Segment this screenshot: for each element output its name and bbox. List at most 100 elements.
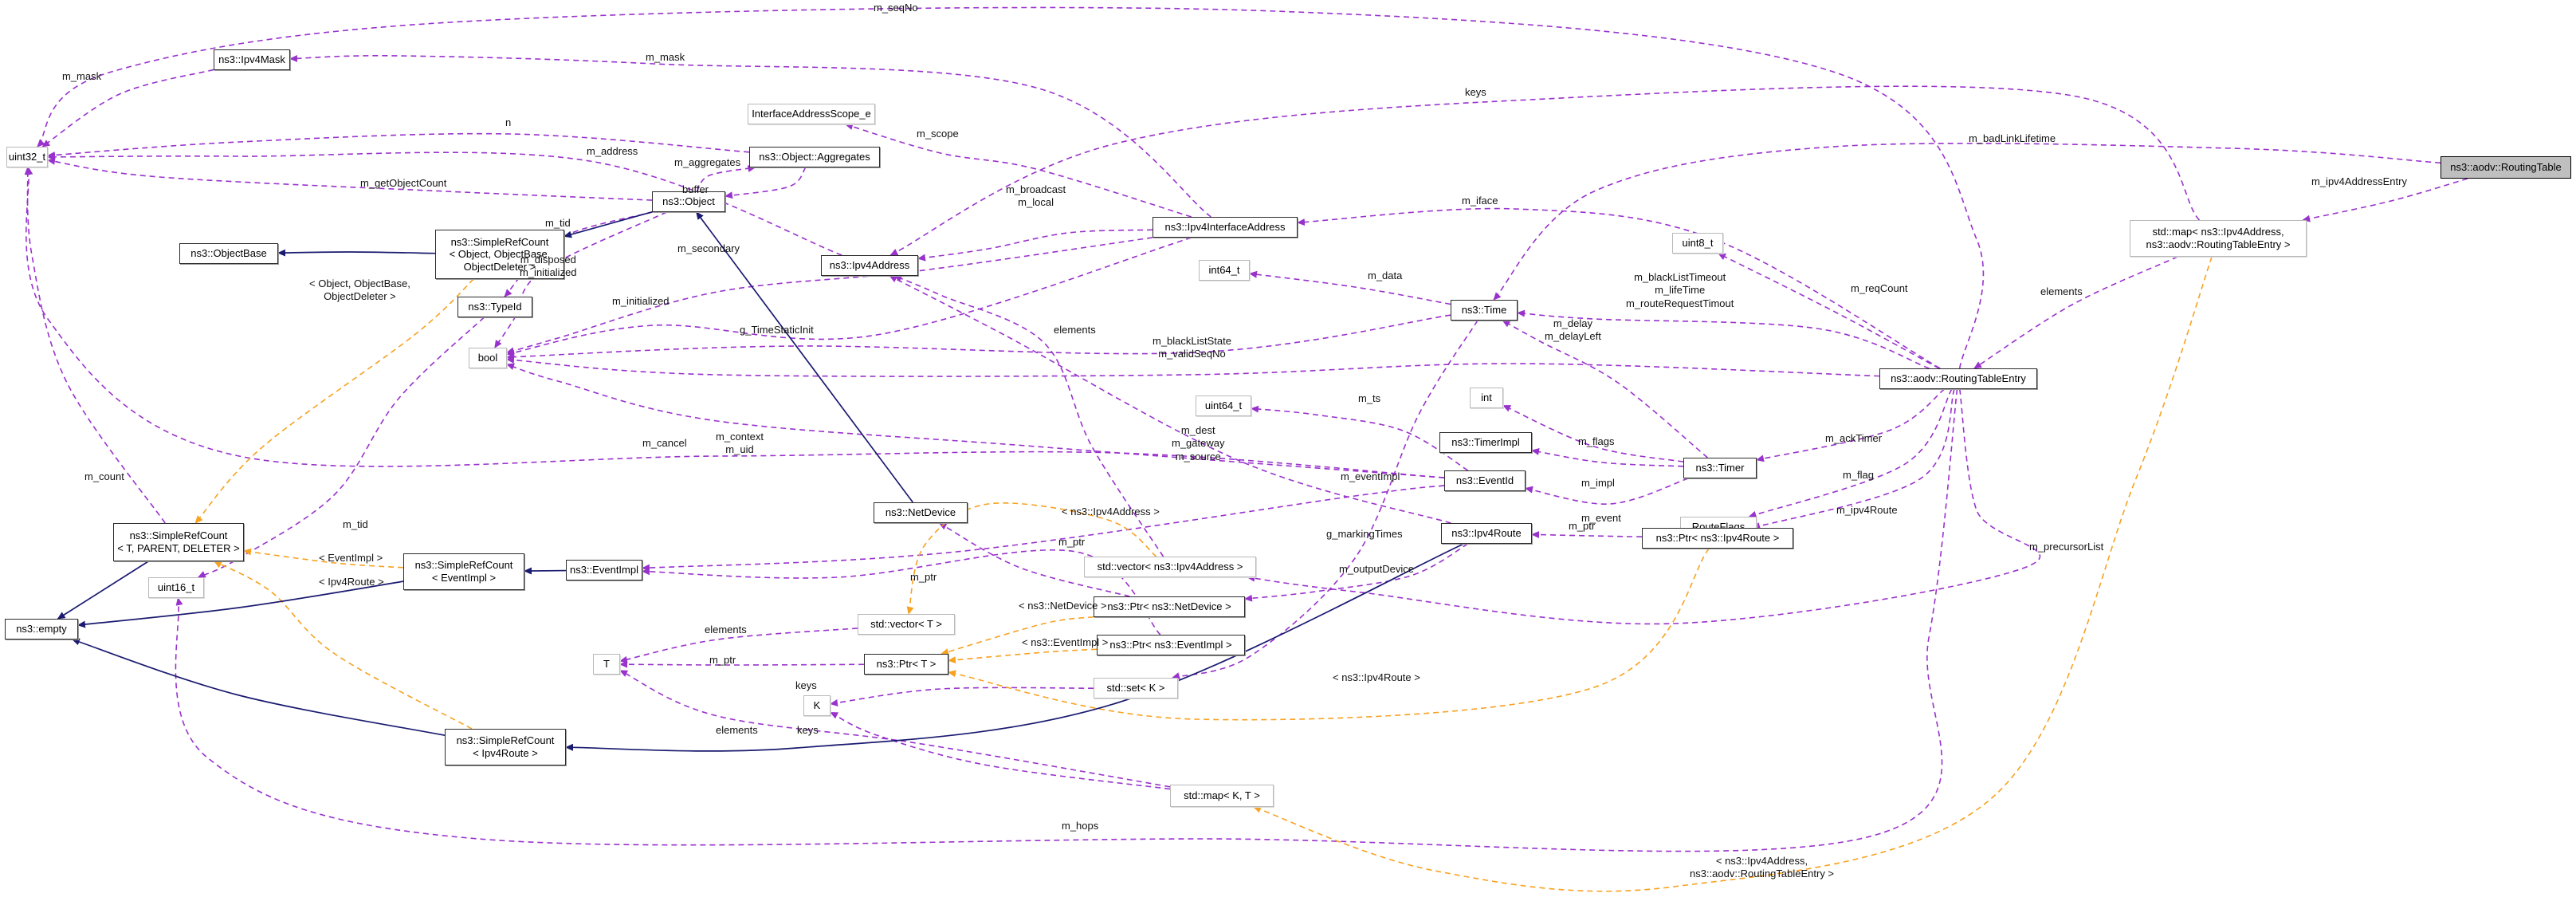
member-edge-aggregates-uint32_t [47,132,750,159]
node-time[interactable]: ns3::Time [1451,300,1518,321]
member-edge-timer-timerimpl [1531,447,1684,467]
member-edge-rte-timer [1756,388,1946,462]
node-set_k: std::set< K > [1094,678,1178,698]
inheritance-edge-ipv4route-src_route [565,543,1464,752]
member-edge-ptr_nd-netdevice [938,522,1130,597]
member-edge-rtable-map_rte [2302,178,2468,222]
node-rte[interactable]: ns3::aodv::RoutingTableEntry [1879,368,2037,389]
node-ipv4addr[interactable]: ns3::Ipv4Address [821,255,918,276]
template-edge-map_rte-map_kt [1252,256,2213,892]
inheritance-edge-netdevice-object [696,211,913,503]
member-edge-ptr_route-ipv4route [1531,531,1643,539]
node-ptr_nd[interactable]: ns3::Ptr< ns3::NetDevice > [1094,596,1245,617]
member-edge-aggregates-object [724,167,807,199]
node-uint16_t: uint16_t [148,577,204,598]
node-rtable[interactable]: ns3::aodv::RoutingTable [2441,156,2571,179]
node-t: T [593,654,620,675]
member-edge-timer-int [1502,404,1684,462]
node-int64_t: int64_t [1199,260,1250,281]
node-aggregates[interactable]: ns3::Object::Aggregates [749,147,880,167]
template-edge-ptr_route-ptr_t [948,548,1710,721]
node-timerimpl[interactable]: ns3::TimerImpl [1439,432,1532,453]
member-edge-rte-vec_addr [1247,388,2041,625]
member-edge-eventid-uint32_t [26,167,1445,478]
member-edge-vec_t-t [619,628,858,663]
node-object[interactable]: ns3::Object [652,191,725,212]
member-edge-time-bool [506,314,1451,361]
node-objectbase[interactable]: ns3::ObjectBase [179,243,278,264]
member-edge-rte-uint32_t [37,6,1985,369]
inheritance-edge-src_route-empty [71,638,446,737]
member-edge-rtable-time [1493,142,2441,301]
member-edge-ipv4mask-uint32_t [41,69,214,148]
template-edge-src_route-src_t [214,561,473,730]
member-edge-time-int64_t [1249,270,1451,305]
node-uint32_t: uint32_t [6,147,48,167]
member-edge-rte-ptr_route [1752,388,1955,529]
member-edge-rte-uint8_t [1718,253,1940,369]
member-edge-map_kt-t [619,670,1171,788]
template-edge-src_ei-src_t [243,548,404,569]
node-ptr_t[interactable]: ns3::Ptr< T > [864,654,948,675]
member-edge-ptr_ei-eventimpl [642,549,1161,636]
node-bool: bool [469,348,507,368]
node-ipv4route[interactable]: ns3::Ipv4Route [1441,523,1532,544]
member-edge-rte-routeflags [1748,388,1953,518]
inheritance-edge-src_t-empty [57,561,149,620]
member-edge-object-uint32_t [47,157,653,201]
node-src_route[interactable]: ns3::SimpleRefCount < Ipv4Route > [445,729,566,765]
node-timer[interactable]: ns3::Timer [1683,458,1757,478]
member-edge-ifaceaddr-ipv4addr [917,229,1153,262]
member-edge-rte-ifaceaddr [1297,207,1941,369]
node-empty[interactable]: ns3::empty [5,619,78,639]
member-edge-ifaceaddr-bool [506,237,1153,355]
member-edge-eventid-bool [506,363,1445,478]
node-uint8_t: uint8_t [1672,233,1723,254]
node-vec_t: std::vector< T > [858,614,955,635]
node-typeid[interactable]: ns3::TypeId [457,297,532,317]
member-edge-set_k-k [830,687,1094,706]
member-edge-timer-time [1502,320,1708,458]
node-map_kt: std::map< K, T > [1170,785,1274,807]
member-edge-time-set_k [1172,320,1478,679]
node-k: K [803,695,831,716]
member-edge-timer-eventid [1525,478,1689,505]
member-edge-ipv4route-ipv4addr [889,275,1451,524]
member-edge-map_rte-rte [1973,256,2178,369]
node-ptr_ei[interactable]: ns3::Ptr< ns3::EventImpl > [1097,635,1245,655]
node-src_t[interactable]: ns3::SimpleRefCount < T, PARENT, DELETER… [113,523,244,561]
template-edge-ptr_ei-ptr_t [948,648,1098,664]
inheritance-edge-object-src_obj [564,211,653,238]
template-edge-src_obj-src_t [194,278,474,524]
member-edge-object-aggregates [696,165,756,192]
node-map_rte: std::map< ns3::Ipv4Address, ns3::aodv::R… [2130,220,2307,257]
node-ipv4mask[interactable]: ns3::Ipv4Mask [214,49,290,70]
member-edge-vec_addr-ipv4addr [893,275,1164,557]
inheritance-edge-src_obj-objectbase [277,249,436,257]
member-edge-ipv4route-ptr_nd [1244,543,1469,602]
member-edge-map_kt-k [830,711,1171,790]
member-edge-ifaceaddr-bool [506,237,1192,356]
member-edge-ifaceaddr-scope_e [845,123,1192,218]
member-edge-map_rte-ipv4addr [889,85,2201,256]
node-netdevice[interactable]: ns3::NetDevice [874,502,968,523]
inheritance-edge-eventimpl-src_ei [524,567,567,575]
node-eventid[interactable]: ns3::EventId [1444,470,1526,491]
member-edge-rte-bool [506,356,1880,377]
node-src_obj[interactable]: ns3::SimpleRefCount < Object, ObjectBase… [435,230,564,279]
node-ptr_route[interactable]: ns3::Ptr< ns3::Ipv4Route > [1642,528,1793,549]
node-uint64_t: uint64_t [1196,395,1251,416]
member-edge-eventid-eventimpl [642,485,1445,572]
member-edge-src_t-uint32_t [24,167,166,524]
node-vec_addr: std::vector< ns3::Ipv4Address > [1084,557,1256,577]
member-edge-rte-time [1517,309,1930,369]
node-eventimpl[interactable]: ns3::EventImpl [566,560,642,580]
inheritance-edge-src_ei-empty [77,580,404,628]
node-src_ei[interactable]: ns3::SimpleRefCount < EventImpl > [403,553,524,590]
template-edge-ptr_nd-ptr_t [940,616,1094,655]
node-ifaceaddr[interactable]: ns3::Ipv4InterfaceAddress [1153,217,1298,238]
member-edge-eventid-uint64_t [1251,405,1469,471]
member-edge-ipv4addr-uint32_t [47,152,842,256]
